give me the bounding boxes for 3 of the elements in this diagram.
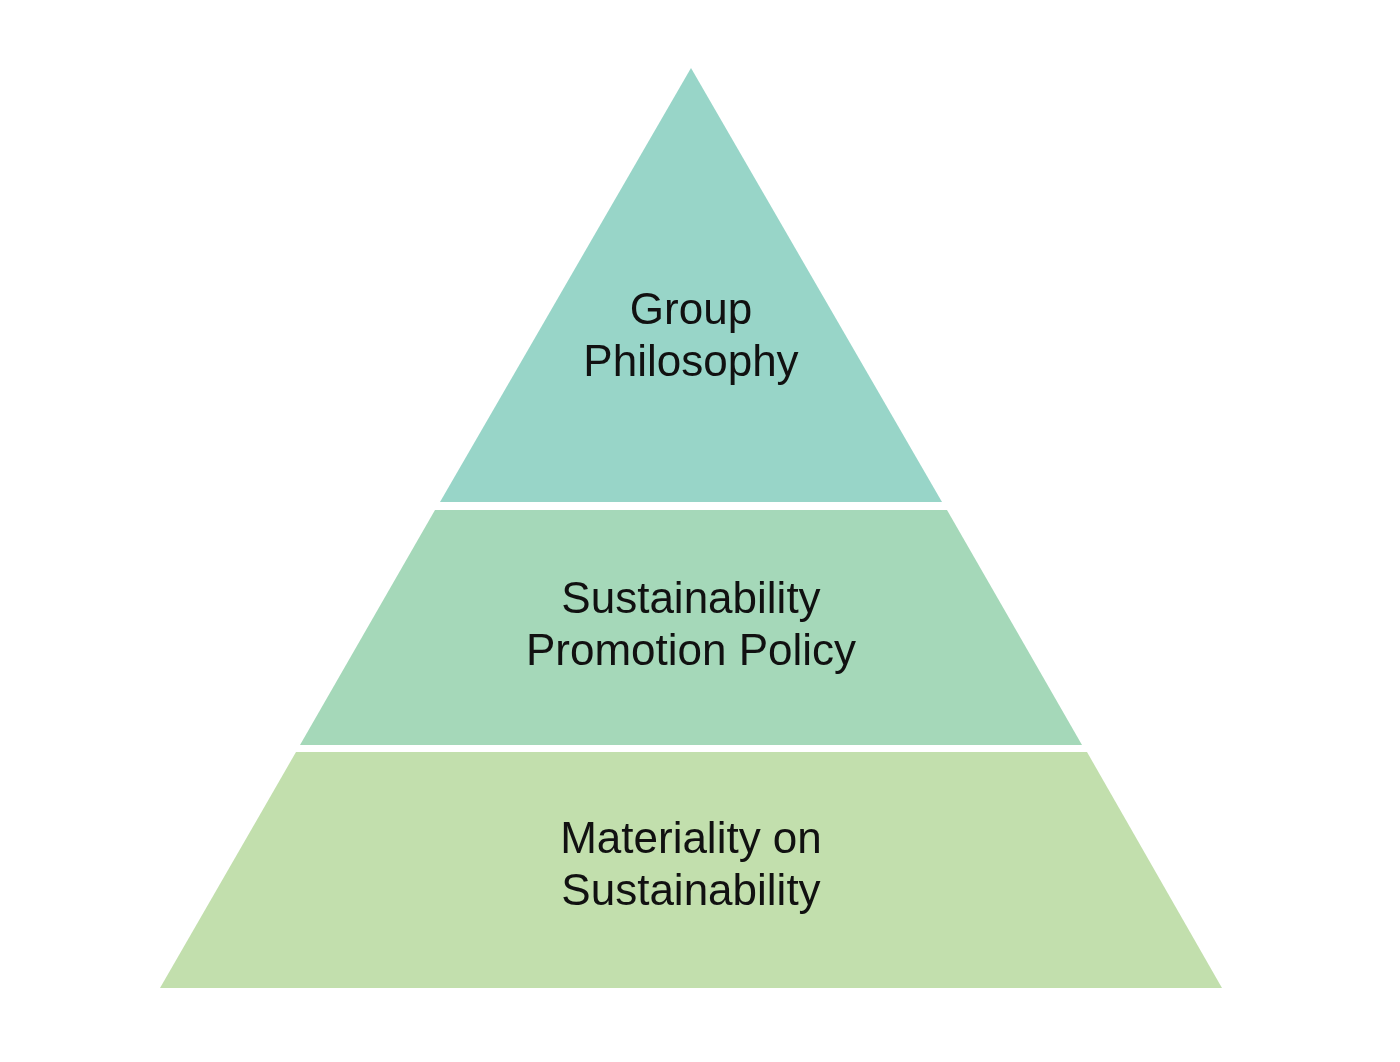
tier-label: Sustainability Promotion Policy — [524, 572, 858, 676]
tier-label: Materiality on Sustainability — [559, 812, 823, 916]
tier-label: Group Philosophy — [582, 283, 800, 387]
